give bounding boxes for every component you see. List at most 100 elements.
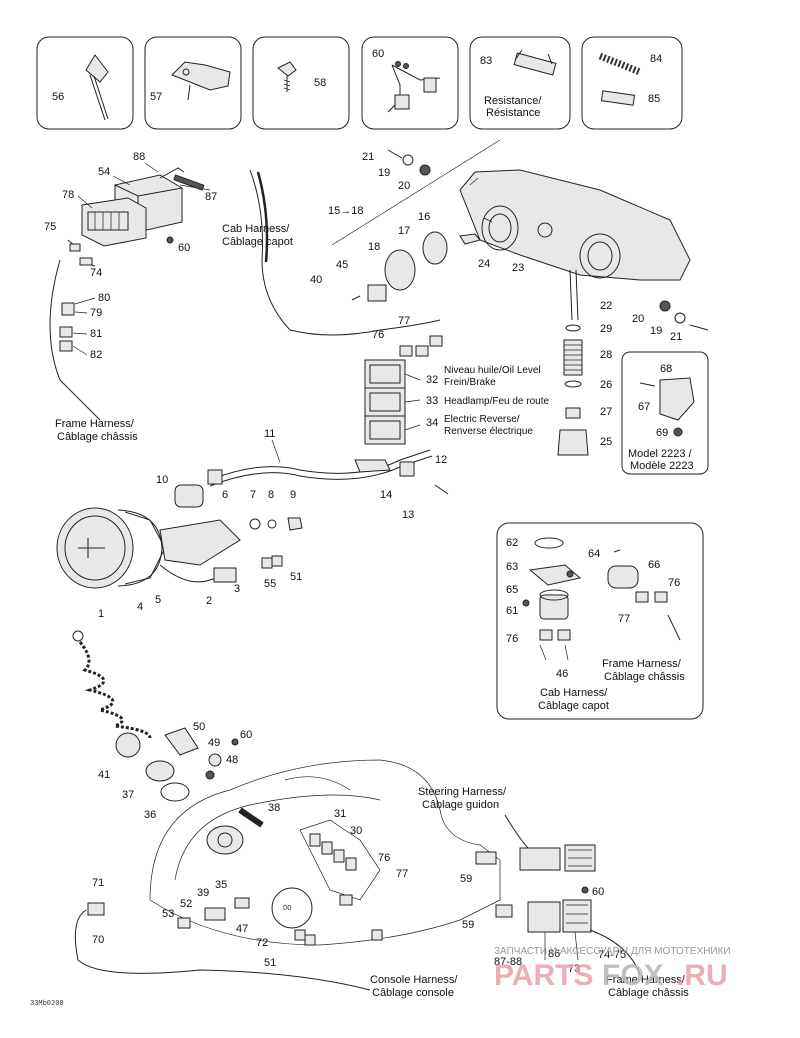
part-number-87-88: 87-88 <box>494 956 522 968</box>
model-box-line1: Model 2223 / <box>628 448 693 460</box>
part-number-24: 24 <box>478 258 490 270</box>
part-number-37: 37 <box>122 789 134 801</box>
part-number-29: 29 <box>600 323 612 335</box>
part-number-30: 30 <box>350 825 362 837</box>
gauge-assembly: 11 12 14 13 10 6 7 8 9 1 4 5 2 3 55 51 <box>56 428 449 620</box>
part-number-46: 46 <box>556 668 568 680</box>
part-number-60-inset: 60 <box>372 48 384 60</box>
part-number-52: 52 <box>180 898 192 910</box>
part-number-60-a: 60 <box>178 242 190 254</box>
part-number-70: 70 <box>92 934 104 946</box>
part-number-59-a: 59 <box>460 873 472 885</box>
part-number-76-a: 76 <box>372 329 384 341</box>
part-number-16: 16 <box>418 211 430 223</box>
frame-harness-3-label-fr: Câblage châssis <box>608 987 689 999</box>
headlamp-adjuster: 22 29 28 26 27 25 <box>557 269 612 456</box>
part-number-36: 36 <box>144 809 156 821</box>
switch-32-label-en: Niveau huile/Oil Level <box>444 365 541 376</box>
watermark-brand-red: PARTS <box>494 959 593 992</box>
part-number-60-b: 60 <box>240 729 252 741</box>
inset-box-56: 56 <box>36 36 134 130</box>
part-number-25: 25 <box>600 436 612 448</box>
part-number-27: 27 <box>600 406 612 418</box>
part-number-86: 86 <box>548 948 560 960</box>
part-number-77-a: 77 <box>398 315 410 327</box>
part-number-10: 10 <box>156 474 168 486</box>
part-number-75: 75 <box>44 221 56 233</box>
steering-harness-label-fr: Câblage guidon <box>422 799 499 811</box>
part-number-21-a: 21 <box>362 151 374 163</box>
part-number-28: 28 <box>600 349 612 361</box>
part-number-76-b: 76 <box>668 577 680 589</box>
part-number-58: 58 <box>314 77 326 89</box>
part-number-71: 71 <box>92 877 104 889</box>
part-number-63: 63 <box>506 561 518 573</box>
part-number-88: 88 <box>133 151 145 163</box>
part-number-61: 61 <box>506 605 518 617</box>
part-number-15-18: 15→18 <box>328 205 363 217</box>
part-number-45: 45 <box>336 259 348 271</box>
steering-harness-label-en: Steering Harness/ <box>418 786 507 798</box>
part-number-21-b: 21 <box>670 331 682 343</box>
part-number-81: 81 <box>90 328 102 340</box>
frame-harness-label-fr: Câblage châssis <box>57 431 138 443</box>
cab-harness-2-label-en: Cab Harness/ <box>540 687 608 699</box>
console-harness-label-en: Console Harness/ <box>370 974 458 986</box>
part-number-26: 26 <box>600 379 612 391</box>
inset-box-84-85: 84 85 <box>581 36 683 130</box>
part-number-60-c: 60 <box>592 886 604 898</box>
cab-harness-2-label-fr: Câblage capot <box>538 700 609 712</box>
part-number-11: 11 <box>264 428 275 440</box>
part-number-31: 31 <box>334 808 346 820</box>
part-number-1: 1 <box>98 608 104 620</box>
part-number-3: 3 <box>234 583 240 595</box>
drawing-code: 33Mb0200 <box>30 1000 64 1008</box>
part-number-83: 83 <box>480 55 492 67</box>
part-number-20-a: 20 <box>398 180 410 192</box>
part-number-33: 33 <box>426 395 438 407</box>
part-number-38: 38 <box>268 802 280 814</box>
part-number-5: 5 <box>155 594 161 606</box>
part-number-47: 47 <box>236 923 248 935</box>
part-number-20-b: 20 <box>632 313 644 325</box>
cab-harness-label-en: Cab Harness/ <box>222 223 290 235</box>
part-number-76-d: 76 <box>378 852 390 864</box>
part-number-65: 65 <box>506 584 518 596</box>
part-number-72: 72 <box>256 937 268 949</box>
inset-box-resistance: 83 Resistance/ Résistance <box>469 36 571 130</box>
part-number-23: 23 <box>512 262 524 274</box>
frame-harness-label-en: Frame Harness/ <box>55 418 135 430</box>
part-number-13: 13 <box>402 509 414 521</box>
part-number-79: 79 <box>90 307 102 319</box>
part-number-32: 32 <box>426 374 438 386</box>
part-number-66: 66 <box>648 559 660 571</box>
part-number-34: 34 <box>426 417 438 429</box>
frame-harness-2-label-fr: Câblage châssis <box>604 671 685 683</box>
part-number-6: 6 <box>222 489 228 501</box>
part-number-80: 80 <box>98 292 110 304</box>
part-number-74-75: 74-75 <box>598 949 626 961</box>
cab-harness-label-fr: Câblage capot <box>222 236 293 248</box>
part-number-64: 64 <box>588 548 600 560</box>
resistance-caption-en: Resistance/ <box>484 95 542 107</box>
part-number-69: 69 <box>656 427 668 439</box>
part-number-85: 85 <box>648 93 660 105</box>
frame-harness-2-label-en: Frame Harness/ <box>602 658 682 670</box>
part-number-9: 9 <box>290 489 296 501</box>
part-number-2: 2 <box>206 595 212 607</box>
part-number-7: 7 <box>250 489 256 501</box>
part-number-48: 48 <box>226 754 238 766</box>
resistance-caption-fr: Résistance <box>486 107 540 119</box>
part-number-14: 14 <box>380 489 392 501</box>
part-number-19-b: 19 <box>650 325 662 337</box>
inset-box-58: 58 <box>252 36 350 130</box>
watermark-brand-red2: .RU <box>676 959 728 992</box>
watermark-tagline: ЗАПЧАСТИ И АКСЕССУАРЫ ДЛЯ МОТОТЕХНИКИ <box>494 946 731 957</box>
watermark-brand-grey: FOX <box>602 959 664 992</box>
frame-harness-left: 75 74 80 79 81 82 Frame Harness/ Câblage… <box>44 221 138 443</box>
part-number-68: 68 <box>660 363 672 375</box>
part-number-17: 17 <box>398 225 410 237</box>
switch-block: 76 77 32 Niveau huile/Oil Level Frein/Br… <box>364 315 550 445</box>
part-number-87: 87 <box>205 191 217 203</box>
